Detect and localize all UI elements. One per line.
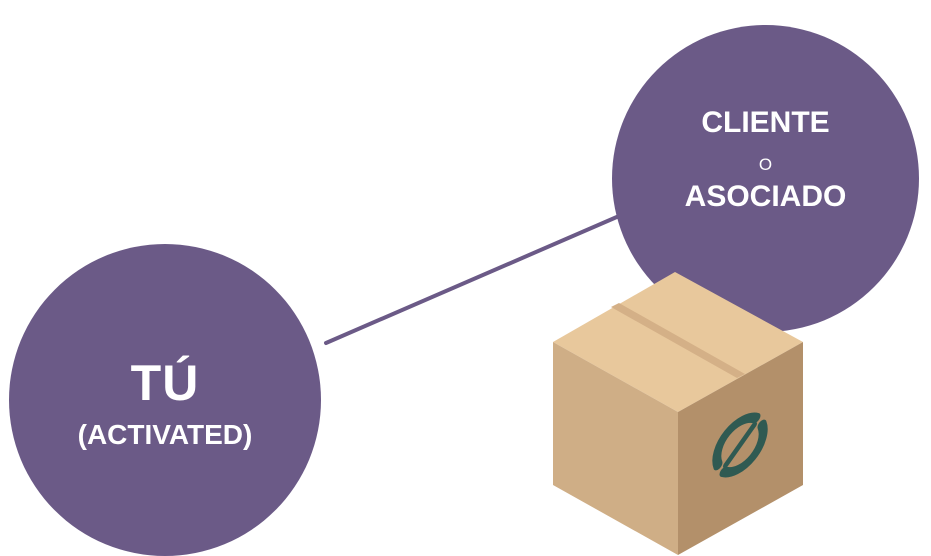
you-node-subtitle: (ACTIVATED): [77, 419, 253, 450]
circular-arrows-logo: [712, 412, 768, 478]
client-node-or: O: [758, 155, 773, 174]
box-left-face: [553, 342, 678, 555]
client-node-title: CLIENTE: [701, 106, 830, 139]
client-node-subtitle: ASOCIADO: [684, 180, 847, 213]
connection-edge: [324, 211, 628, 345]
cardboard-box-icon: [553, 272, 803, 555]
you-node-title: TÚ: [130, 355, 200, 411]
box-tape: [611, 303, 745, 378]
box-right-face: [678, 342, 803, 555]
you-node: TÚ (ACTIVATED): [9, 244, 321, 556]
